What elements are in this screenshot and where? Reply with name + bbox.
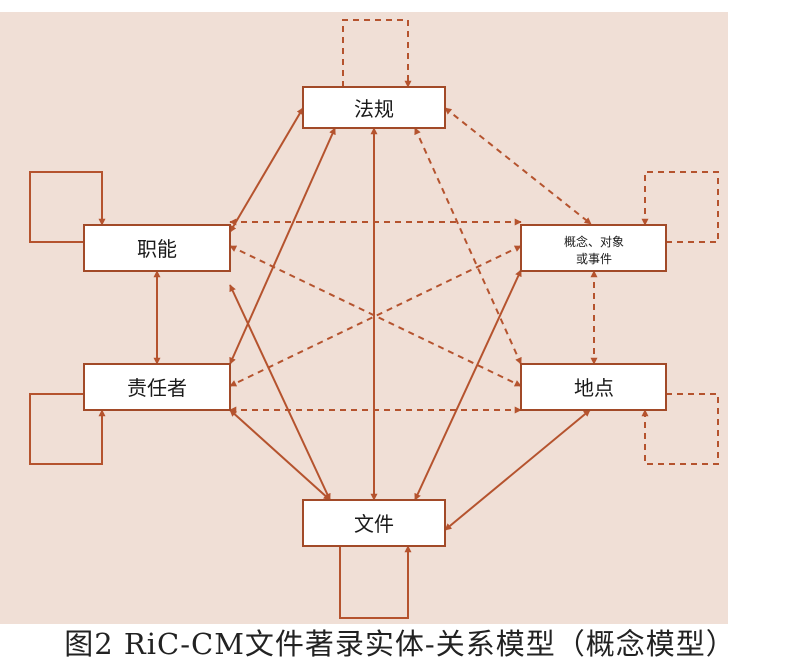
node-place-label: 地点 xyxy=(574,376,614,400)
node-function-label: 职能 xyxy=(137,237,177,261)
node-place: 地点 xyxy=(520,363,667,411)
loop-function xyxy=(29,171,106,243)
edge-concept-agent xyxy=(229,245,522,387)
node-mandate-label: 法规 xyxy=(354,97,394,121)
node-record-label: 文件 xyxy=(354,512,394,536)
loop-record xyxy=(339,545,412,619)
node-agent: 责任者 xyxy=(83,363,231,411)
loop-agent xyxy=(29,393,106,465)
node-concept-label-line1: 概念、对象 xyxy=(564,234,624,249)
loop-concept xyxy=(641,171,719,243)
figure-caption: 图2 RiC-CM文件著录实体-关系模型（概念模型） xyxy=(64,627,736,661)
loop-mandate xyxy=(342,19,412,88)
node-mandate: 法规 xyxy=(302,86,446,129)
node-concept: 概念、对象 或事件 xyxy=(520,224,667,272)
relationship-arrows xyxy=(29,19,719,619)
node-agent-label: 责任者 xyxy=(127,376,187,400)
node-record: 文件 xyxy=(302,499,446,547)
loop-place xyxy=(641,393,719,465)
node-concept-label-line2: 或事件 xyxy=(576,252,612,266)
node-function: 职能 xyxy=(83,224,231,272)
